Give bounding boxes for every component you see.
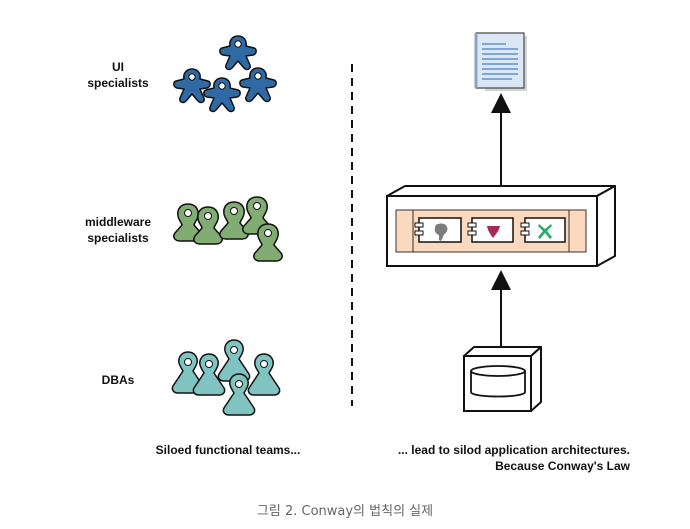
dba-label-text: DBAs	[101, 373, 135, 387]
ui-specialists-label: UI specialists	[80, 59, 156, 91]
dba-person-icon	[247, 353, 281, 396]
middleware-label-line2: specialists	[87, 231, 149, 245]
database-icon	[463, 346, 542, 412]
middleware-label-line1: middleware	[84, 215, 152, 229]
component-gray	[414, 217, 462, 243]
ui-specialists-group	[173, 35, 277, 113]
component-heart	[467, 217, 514, 243]
middleware-specialists-label: middleware specialists	[72, 214, 164, 246]
left-caption: Siloed functional teams...	[140, 442, 316, 458]
middleware-person-icon	[253, 223, 283, 262]
left-caption-text: Siloed functional teams...	[155, 443, 301, 457]
middleware-person-icon	[219, 201, 249, 240]
dba-group	[171, 339, 281, 416]
figure-caption: 그림 2. Conway의 법칙의 실제	[256, 504, 434, 519]
right-caption: ... lead to silod application architectu…	[368, 442, 630, 474]
component-x	[520, 217, 566, 243]
dba-label: DBAs	[90, 372, 146, 388]
ui-person-icon	[239, 67, 277, 103]
ui-label-line2: specialists	[87, 76, 149, 90]
ui-label-line1: UI	[112, 60, 124, 74]
right-caption-line1: ... lead to silod application architectu…	[397, 443, 630, 457]
middleware-person-icon	[193, 206, 223, 245]
application-box	[386, 185, 616, 267]
right-caption-line2: Because Conway's Law	[495, 459, 630, 473]
middleware-specialists-group	[173, 196, 283, 262]
ui-person-icon	[173, 68, 211, 104]
document-icon	[474, 32, 527, 91]
ui-person-icon	[219, 35, 257, 71]
